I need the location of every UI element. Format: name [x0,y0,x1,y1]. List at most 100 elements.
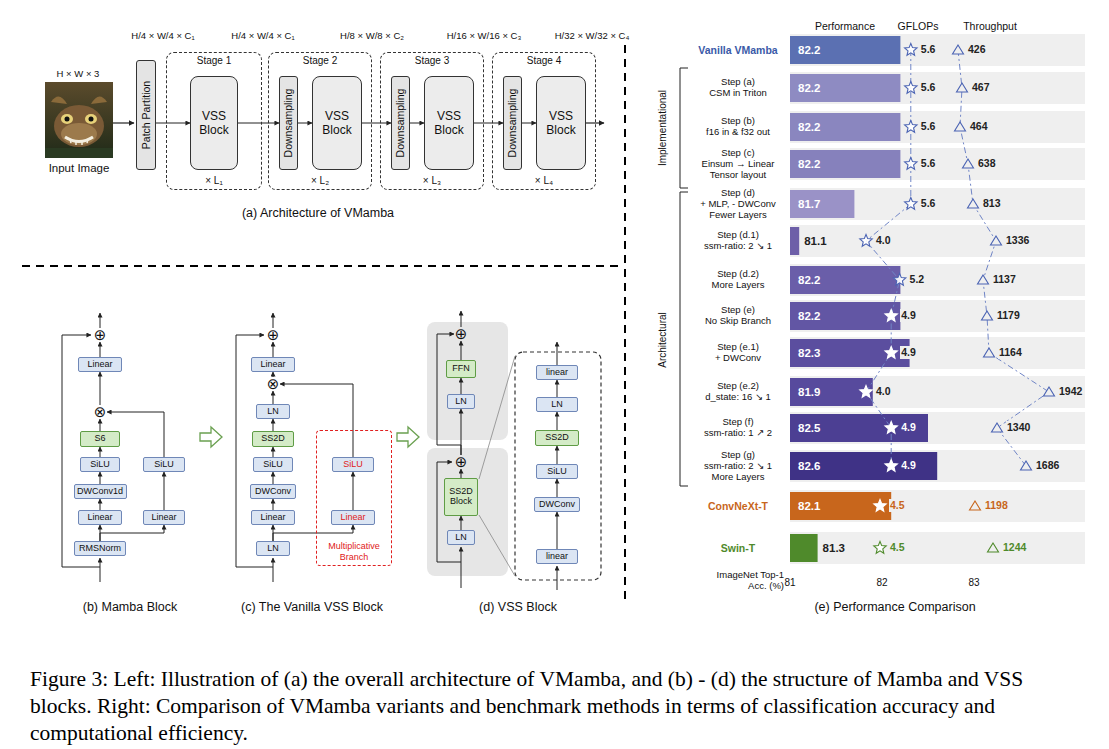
gflops-value: 5.6 [920,157,937,170]
row-label-text: Step (c) [693,148,783,159]
connector [474,123,503,124]
row-band [790,532,1085,564]
figure-shape [61,123,97,145]
row-label-text: f16 in & f32 out [693,127,783,138]
connector [238,123,279,124]
accuracy-bar: 82.1 [790,492,891,520]
connector [461,516,462,530]
process-box: Linear [78,510,122,525]
node-text: SiLU [547,467,567,477]
gflops-value: 4.0 [875,385,892,398]
bar-fill [790,190,854,218]
process-box: Linear [78,357,122,372]
throughput-triangle [1044,387,1055,396]
bar-value: 82.2 [798,274,820,286]
process-box: DWConv [250,484,296,499]
row-label: Step (e.1)+ DWConv [693,342,783,364]
row-label-text: ConvNeXt-T [693,500,783,512]
bar-value: 81.1 [804,235,826,247]
process-box: LN [256,404,290,419]
node-text: S6 [94,434,105,444]
process-box: SiLU [332,457,374,472]
connector [410,123,424,124]
figure-shape [65,117,70,122]
operator-symbol: ⊕ [93,328,107,342]
bar-value: 82.2 [798,121,820,133]
operator-box: FFN [446,360,476,378]
bar-fill [790,378,873,406]
row-band [790,376,1085,408]
gflops-star [893,274,905,286]
stage-group: Stage 4× L₄DownsamplingVSS Block [492,52,596,190]
figure-shape [45,82,113,158]
text-label: GFLOPs [898,20,939,32]
node-text: RMSNorm [79,544,121,554]
row-label-text: Step (e) [693,305,783,316]
row-label: Step (g)ssm-ratio: 2 ↘ 1 More Layers [693,450,783,483]
node-text: Downsampling [507,89,519,158]
gflops-value: 4.5 [889,499,906,512]
throughput-triangle [963,159,974,168]
row-band [790,148,1085,180]
figure-caption: Figure 3: Left: Illustration of (a) the … [30,666,1082,747]
gflops-star [905,44,917,56]
gflops-value: 5.6 [920,81,937,94]
connector [557,412,558,430]
process-box: Linear [251,510,295,525]
row-label: Step (f)ssm-ratio: 1 ↗ 2 [693,417,783,439]
gflops-star [860,235,872,247]
row-band [790,111,1085,143]
node-text: LN [455,397,467,407]
accuracy-bar: 81.9 [790,378,873,406]
process-box: SiLU [253,457,293,472]
block-box: VSS Block [424,76,474,170]
figure-shape [557,566,558,590]
row-label-text: Step (a) [693,77,783,88]
throughput-value: 467 [971,81,991,94]
gflops-star [874,500,886,512]
text-label: ImageNet Top-1 Acc. (%) [700,569,784,592]
operator-box: S6 [80,431,120,447]
bar-fill [790,227,799,255]
text-label: H × W × 3 [57,68,100,79]
node-text: SS2D [261,434,285,444]
figure-shape [586,122,604,123]
node-text: LN [267,407,279,417]
throughput-value: 1198 [984,499,1009,512]
gflops-star [905,198,917,210]
row-label-text: ssm-ratio: 2 ↘ 1 More Layers [693,461,783,483]
text-label: (a) Architecture of VMamba [242,206,394,220]
throughput-triangle [984,348,995,357]
accuracy-bar: 82.2 [790,150,900,178]
node-text: VSS Block [427,109,471,138]
gflops-star [885,460,897,472]
accuracy-bar: 82.2 [790,266,900,294]
throughput-value: 1336 [1005,234,1030,247]
bar-value: 82.6 [798,460,820,472]
row-band [790,188,1085,220]
connector [557,446,558,464]
figure-shape [45,148,113,158]
row-label-text: Vanilla VMamba [693,44,783,56]
throughput-value: 426 [967,43,987,56]
row-label: Step (b)f16 in & f32 out [693,116,783,138]
figure-shape [85,114,97,124]
text-label: (b) Mamba Block [83,600,177,614]
block-box: VSS Block [190,76,238,170]
text-label: H/16 × W/16 × C₃ [447,30,522,41]
gflops-value: 5.6 [920,197,937,210]
gflops-value: 5.6 [920,43,937,56]
figure-shape [273,558,274,582]
gflops-star [905,158,917,170]
row-label-text: ssm-ratio: 2 ↘ 1 [693,241,783,252]
node-text: × L₄ [535,175,553,186]
figure-shape [70,139,88,145]
operator-symbol: ⊕ [266,328,280,342]
accuracy-bar: 82.2 [790,302,900,330]
layer-box: Downsampling [391,76,410,170]
process-box: linear [536,549,578,564]
accuracy-bar: 82.2 [790,36,900,64]
process-box: linear [536,365,578,380]
figure-shape [113,122,134,123]
row-label: ConvNeXt-T [693,500,783,512]
